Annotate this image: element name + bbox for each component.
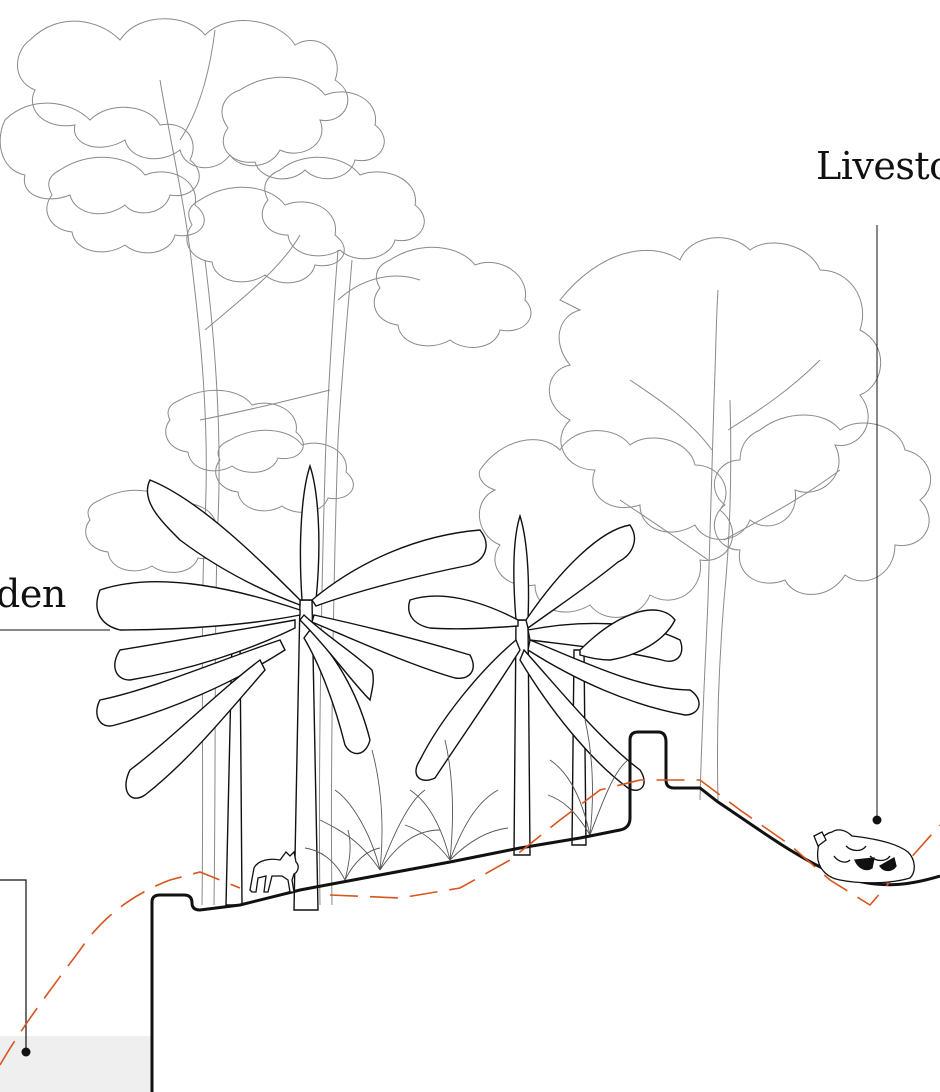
ground-line (150, 730, 940, 1092)
canopy-tree-left-icon (0, 18, 532, 906)
pond-outline (0, 879, 27, 1052)
banana-palm-icon (96, 463, 700, 911)
livestock-label: Livestoc (816, 144, 940, 188)
pond-leader-dot (21, 1047, 31, 1057)
cow-icon (813, 829, 915, 884)
pond-fill (0, 1036, 152, 1092)
livestock-leader-dot (872, 815, 882, 825)
garden-label: den (0, 572, 66, 616)
canopy-tree-right-icon (478, 237, 932, 801)
root-zone-line (0, 779, 940, 1066)
leader-lines (0, 225, 878, 820)
dog-icon (249, 850, 299, 893)
shrub-icon (304, 719, 629, 881)
